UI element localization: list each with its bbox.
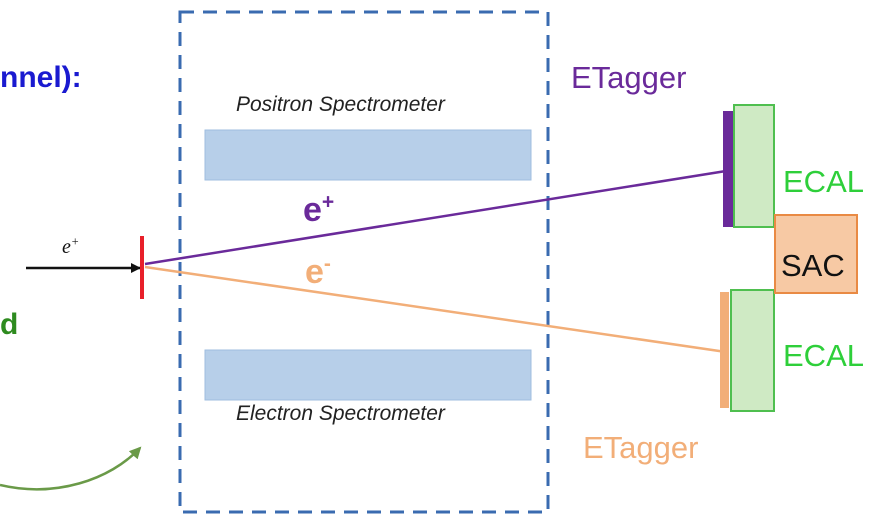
positron-track xyxy=(144,169,727,266)
etagger-top-label: ETagger xyxy=(571,60,687,95)
positron-charge: + xyxy=(321,190,335,214)
ecal-top-label: ECAL xyxy=(783,164,864,199)
positron-particle: e xyxy=(303,191,322,229)
electron-particle: e xyxy=(305,253,324,291)
sac-block xyxy=(774,214,858,294)
spectrometer-frame xyxy=(178,10,550,514)
electron-track-label: e- xyxy=(305,252,331,291)
positron-spectrometer-plate xyxy=(204,129,532,181)
electron-track xyxy=(144,265,727,354)
sac-label: SAC xyxy=(781,248,845,283)
etagger-bottom-bar xyxy=(720,292,729,408)
electron-spectrometer-label: Electron Spectrometer xyxy=(236,402,445,425)
electron-charge: - xyxy=(323,252,331,276)
ecal-bottom-block xyxy=(730,289,775,412)
etagger-bottom-label: ETagger xyxy=(583,430,699,465)
beam-label: e+ xyxy=(62,234,80,258)
beam-particle: e xyxy=(62,236,71,258)
positron-track-label: e+ xyxy=(303,190,335,229)
positron-spectrometer-label: Positron Spectrometer xyxy=(236,93,445,116)
left-fragment: d xyxy=(0,308,19,341)
electron-spectrometer-plate xyxy=(204,349,532,401)
curved-arrow xyxy=(0,446,142,491)
beam-charge: + xyxy=(70,234,80,249)
ecal-top-block xyxy=(733,104,775,228)
ecal-bottom-label: ECAL xyxy=(783,338,864,373)
etagger-top-bar xyxy=(723,111,733,227)
title-fragment: nnel): xyxy=(0,61,82,94)
